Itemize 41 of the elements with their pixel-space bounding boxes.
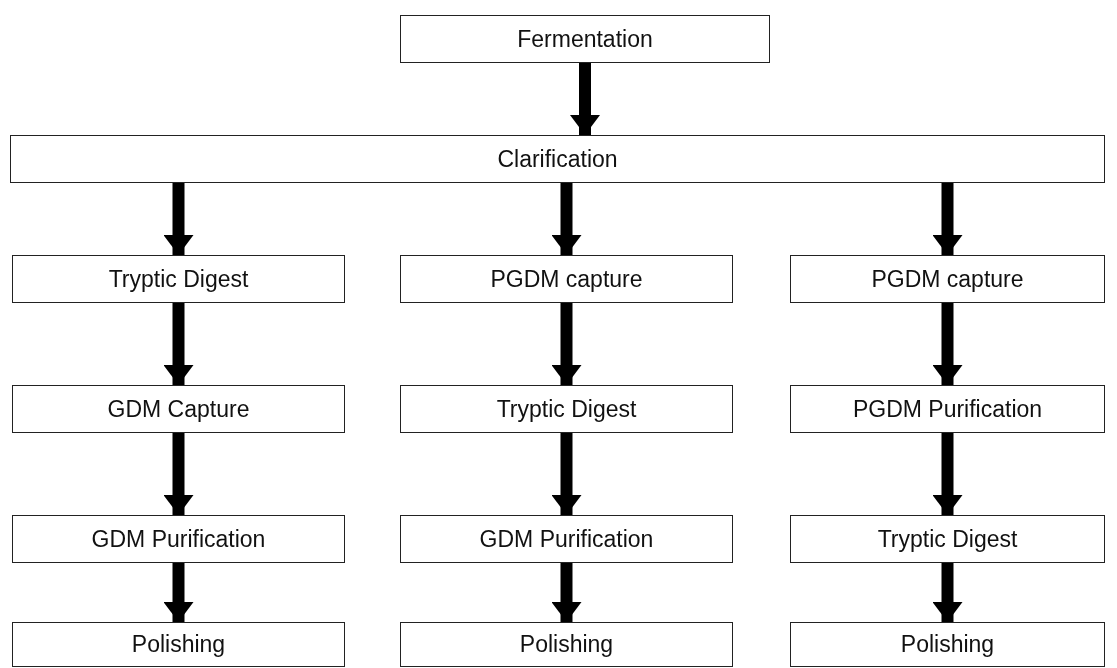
process-box: [12, 622, 345, 667]
process-box: [12, 515, 345, 563]
step-label: Tryptic Digest: [108, 265, 249, 293]
arrow: [551, 433, 582, 515]
step-label: GDM Capture: [107, 395, 250, 423]
process-box: [400, 385, 733, 433]
arrow: [551, 563, 582, 622]
step-label: GDM Purification: [91, 525, 266, 553]
process-box: [12, 385, 345, 433]
process-box: [790, 515, 1105, 563]
step-label: Polishing: [131, 631, 226, 658]
step-label: Tryptic Digest: [496, 395, 637, 423]
arrow: [570, 63, 600, 135]
process-box: [400, 622, 733, 667]
process-box: [400, 15, 770, 63]
arrow: [163, 303, 194, 385]
process-box: [10, 135, 1105, 183]
arrow: [932, 563, 963, 622]
arrow: [932, 433, 963, 515]
process-box: [400, 515, 733, 563]
arrow: [163, 433, 194, 515]
step-label: Polishing: [900, 631, 995, 658]
step-label: Clarification: [497, 145, 618, 173]
process-box: [790, 385, 1105, 433]
arrow: [163, 183, 194, 255]
arrow: [932, 183, 963, 255]
arrow: [551, 183, 582, 255]
arrow: [551, 303, 582, 385]
step-label: PGDM capture: [490, 265, 643, 293]
arrow: [163, 563, 194, 622]
step-label: PGDM capture: [871, 265, 1024, 293]
step-label: Tryptic Digest: [877, 525, 1018, 553]
arrow: [932, 303, 963, 385]
process-box: [790, 255, 1105, 303]
step-label: GDM Purification: [479, 525, 654, 553]
step-label: PGDM Purification: [852, 395, 1043, 423]
step-label: Polishing: [519, 631, 614, 658]
step-label: Fermentation: [517, 25, 653, 53]
process-box: [400, 255, 733, 303]
process-box: [790, 622, 1105, 667]
process-box: [12, 255, 345, 303]
